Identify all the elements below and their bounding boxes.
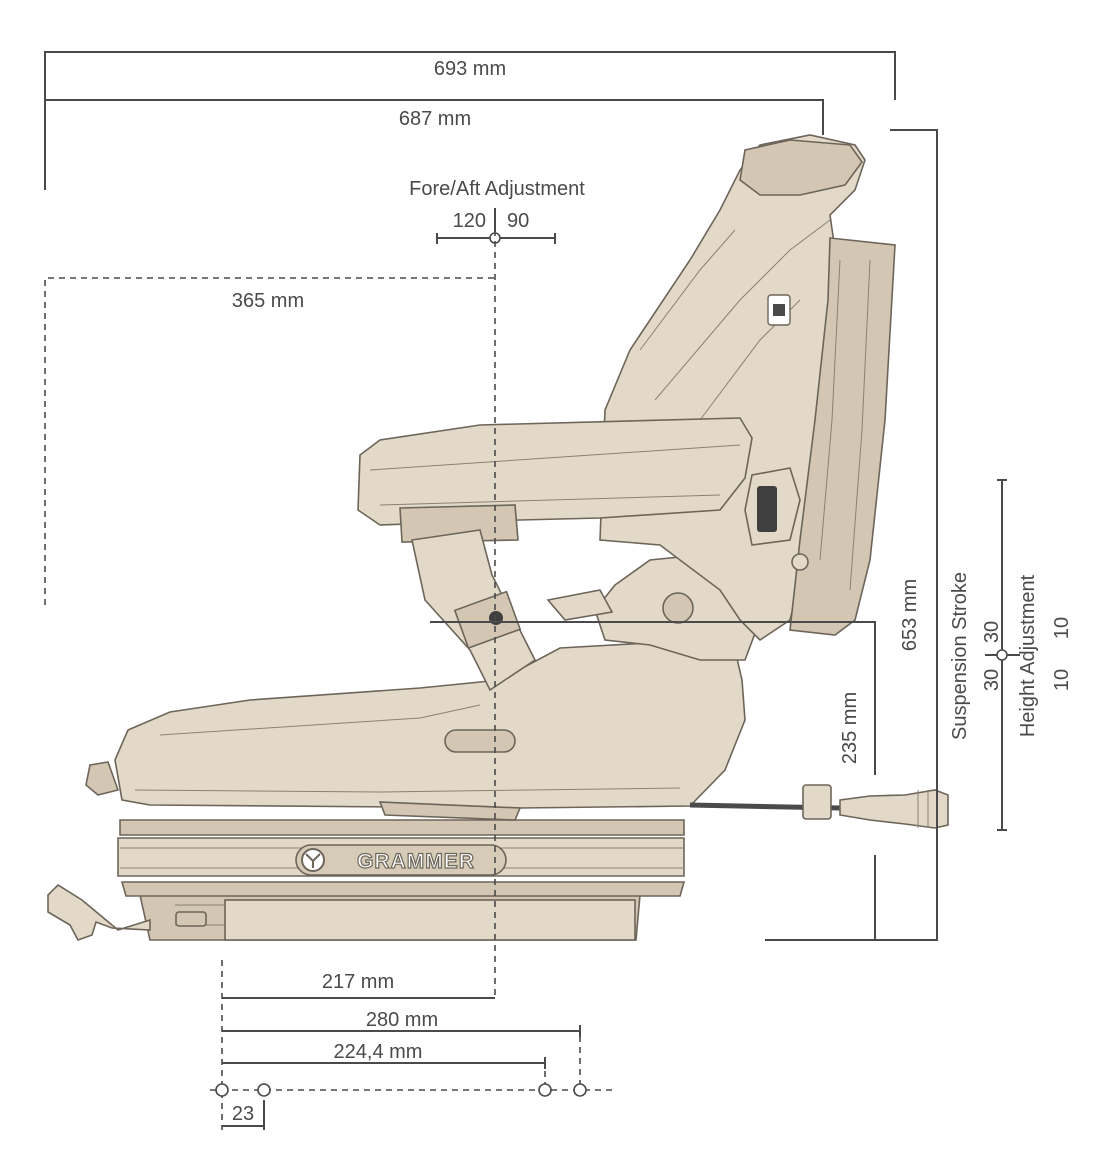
label-height-adj-title: Height Adjustment	[1017, 574, 1039, 737]
label-suspension-title: Suspension Stroke	[949, 572, 971, 740]
dim-line-687	[45, 99, 824, 135]
armrest	[357, 417, 753, 526]
label-suspension-down: 30	[981, 669, 1003, 691]
dim-line-224	[222, 1057, 546, 1069]
label-cushion-height: 235 mm	[839, 692, 861, 764]
mount-hole-4	[573, 1083, 587, 1097]
cable-clip	[802, 784, 832, 820]
label-seat-length: 687 mm	[399, 108, 471, 130]
label-fore-aft-title: Fore/Aft Adjustment	[409, 178, 585, 200]
label-fore-aft-front: 90	[507, 210, 529, 232]
headrest	[739, 139, 863, 196]
suspension-bellow-upper	[119, 819, 685, 836]
armrest-pad-bottom	[399, 504, 519, 543]
dimension-labels: 693 mm 687 mm Fore/Aft Adjustment 120 90…	[232, 58, 1073, 1125]
label-height-adj-down: 10	[1051, 669, 1073, 691]
dim-line-280	[222, 1025, 581, 1037]
mount-hole-1	[215, 1083, 229, 1097]
power-connector	[839, 789, 949, 829]
label-fore-aft-back: 120	[453, 210, 486, 232]
mount-hole-3	[538, 1083, 552, 1097]
suspension-bellow-lower	[120, 881, 686, 897]
grammer-logo: GRAMMER	[295, 844, 507, 876]
dim-line-235	[430, 621, 876, 940]
base-rail-insert	[224, 899, 636, 941]
seat-cushion	[114, 639, 746, 809]
front-handle	[85, 761, 120, 796]
base-lock-lever	[175, 911, 207, 927]
grammer-logo-text: GRAMMER	[357, 850, 475, 873]
backrest-switch-icon	[773, 304, 785, 316]
pivot-knob	[662, 592, 694, 624]
seat-illustration: GRAMMER	[47, 134, 949, 941]
label-cushion-depth: 365 mm	[232, 290, 304, 312]
cushion-front-lip	[378, 801, 522, 821]
label-total-height: 653 mm	[899, 579, 921, 651]
mount-hole-2	[257, 1083, 271, 1097]
dim-line-23	[222, 1100, 265, 1130]
rear-shell	[789, 237, 896, 636]
lumbar-knob-icon	[757, 486, 777, 532]
label-mount-b: 280 mm	[366, 1009, 438, 1031]
dim-line-693	[44, 51, 896, 190]
label-mount-d: 23	[232, 1103, 254, 1125]
side-bracket	[546, 589, 614, 621]
label-mount-a: 217 mm	[322, 971, 394, 993]
dimension-lines	[44, 51, 1020, 1130]
suspension-center-mark	[996, 649, 1008, 661]
rear-bolt	[791, 553, 809, 571]
cushion-handle	[444, 729, 516, 753]
label-overall-length: 693 mm	[434, 58, 506, 80]
fore-aft-lever	[47, 883, 151, 941]
label-height-adj-up: 10	[1051, 617, 1073, 639]
dim-line-365	[44, 277, 495, 605]
dim-line-653	[765, 129, 938, 941]
label-mount-c: 224,4 mm	[334, 1041, 423, 1063]
label-suspension-up: 30	[981, 621, 1003, 643]
